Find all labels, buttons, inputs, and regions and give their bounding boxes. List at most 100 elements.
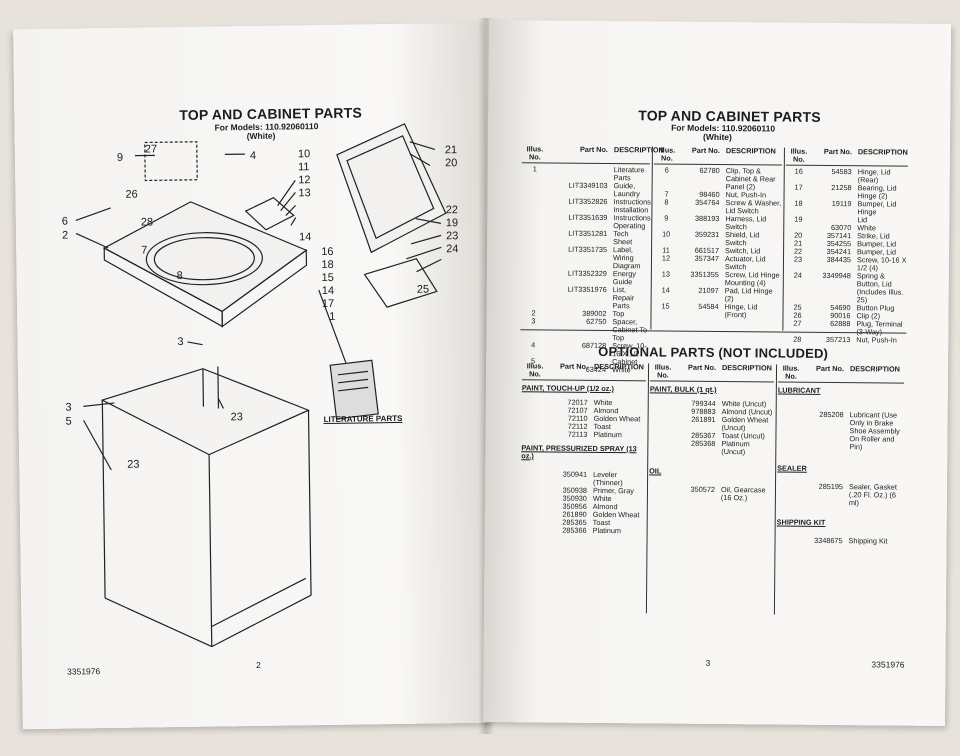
svg-text:24: 24 xyxy=(446,243,458,255)
svg-text:9: 9 xyxy=(117,152,123,164)
part-no: 357347 xyxy=(694,253,720,264)
parts-row: 15 54584 Hinge, Lid (Front) xyxy=(652,301,780,320)
part-no: 21258 xyxy=(831,182,852,193)
parts-row: 17 21258 Bearing, Lid Hinge (2) xyxy=(786,182,908,201)
svg-text:13: 13 xyxy=(298,187,310,199)
illus-no: 13 xyxy=(661,269,670,279)
illus-no: 17 xyxy=(794,182,803,192)
illus-no: 12 xyxy=(661,253,671,263)
part-no: 72113 xyxy=(567,429,588,439)
svg-text:4: 4 xyxy=(250,150,256,162)
part-no: 384435 xyxy=(826,254,852,265)
part-description: Label, Wiring Diagram xyxy=(612,245,641,271)
parts-row: LIT3352329 Energy Guide xyxy=(521,268,649,287)
optional-parts-title: OPTIONAL PARTS (NOT INCLUDED) xyxy=(598,343,829,361)
part-description: Screw, 10-16 X 1/2 (4) xyxy=(856,255,907,273)
part-no: 359231 xyxy=(694,229,720,240)
illus-no: 8 xyxy=(664,197,669,207)
part-no: 350941 xyxy=(562,469,588,479)
part-no: 54584 xyxy=(698,301,719,312)
svg-text:2: 2 xyxy=(62,230,68,242)
part-no: LIT3351639 xyxy=(568,212,608,223)
part-description: Actuator, Lid Switch xyxy=(724,254,766,272)
svg-text:8: 8 xyxy=(177,270,183,282)
svg-text:17: 17 xyxy=(322,298,334,310)
part-no: 285366 xyxy=(562,525,587,535)
illus-no: 23 xyxy=(793,254,803,264)
exploded-parts-diagram: 9 27 4 10 11 12 13 26 28 6 2 7 8 21 20 2… xyxy=(62,123,459,648)
parts-row: 16 54583 Hinge, Lid (Rear) xyxy=(786,166,908,185)
part-no: 54583 xyxy=(831,166,852,177)
right-page: TOP AND CABINET PARTS For Models: 110.92… xyxy=(482,19,952,727)
part-description: Leveler (Thinner) xyxy=(593,469,623,488)
part-description: Instructions, Installation xyxy=(613,197,653,215)
part-description: Lubricant (Use Only in Brake Shoe Assemb… xyxy=(849,410,900,452)
part-no: LIT3352826 xyxy=(568,196,608,207)
left-page-number: 2 xyxy=(255,659,261,670)
illus-no: 16 xyxy=(794,166,803,176)
part-description: Nut, Push-In xyxy=(856,335,897,345)
part-no: 21097 xyxy=(698,285,719,296)
illus-no: 3 xyxy=(531,316,536,326)
part-description: Pad, Lid Hinge (2) xyxy=(724,286,773,304)
part-description: Platinum (Uncut) xyxy=(721,439,750,457)
part-no: 62750 xyxy=(586,316,607,327)
parts-row: LIT3351639 Instructions, Operating xyxy=(521,212,653,231)
part-description: Shipping Kit xyxy=(848,536,888,546)
part-description: Guide, Laundry xyxy=(613,181,640,199)
svg-text:20: 20 xyxy=(445,157,457,169)
svg-text:28: 28 xyxy=(141,216,153,228)
svg-text:23: 23 xyxy=(230,411,242,423)
part-no: 285195 xyxy=(818,481,844,492)
part-description: Hinge, Lid (Front) xyxy=(724,302,758,320)
left-page: TOP AND CABINET PARTS For Models: 110.92… xyxy=(13,22,493,730)
left-doc-number: 3351976 xyxy=(67,666,101,677)
part-description: Harness, Lid Switch xyxy=(725,214,767,232)
svg-text:22: 22 xyxy=(446,204,458,216)
part-description: Energy Guide xyxy=(612,269,637,287)
illus-no: 15 xyxy=(661,301,670,311)
optional-column-1: Illus. No.Part No.DESCRIPTION PAINT, TOU… xyxy=(521,361,647,535)
part-description: Instructions, Operating xyxy=(613,213,653,231)
svg-text:11: 11 xyxy=(298,161,310,173)
part-no: 62888 xyxy=(830,318,851,329)
parts-row: 12 357347 Actuator, Lid Switch xyxy=(653,253,781,272)
svg-text:25: 25 xyxy=(417,284,429,296)
part-no: LIT3352329 xyxy=(567,268,607,279)
part-no: 62780 xyxy=(699,165,720,176)
svg-text:6: 6 xyxy=(62,216,68,228)
svg-text:21: 21 xyxy=(445,144,457,156)
parts-row: LIT3352826 Instructions, Installation xyxy=(521,196,653,215)
part-description: Hinge, Lid (Rear) xyxy=(857,167,891,185)
literature-parts-label: LITERATURE PARTS xyxy=(323,413,403,425)
callout-labels: 9 27 4 10 11 12 13 26 28 6 2 7 8 21 20 2… xyxy=(62,143,459,470)
part-description: Literature Parts xyxy=(613,165,645,183)
part-no: 3349948 xyxy=(822,270,851,281)
svg-text:14: 14 xyxy=(299,231,311,243)
right-doc-number: 3351976 xyxy=(871,659,905,670)
part-description: Bearing, Lid Hinge (2) xyxy=(857,183,897,201)
illus-no: 4 xyxy=(531,340,536,350)
part-no xyxy=(548,166,614,167)
part-description: Screw & Washer, Lid Switch xyxy=(725,198,782,216)
part-no: 357213 xyxy=(825,334,851,345)
part-no: 19119 xyxy=(831,198,852,209)
svg-text:18: 18 xyxy=(321,259,333,271)
right-page-number: 3 xyxy=(705,657,711,668)
part-description: Shield, Lid Switch xyxy=(725,230,760,248)
parts-row: 23 384435 Screw, 10-16 X 1/2 (4) xyxy=(785,254,907,273)
part-description: Spring & Button, Lid (Includes Illus. 25… xyxy=(856,271,904,305)
